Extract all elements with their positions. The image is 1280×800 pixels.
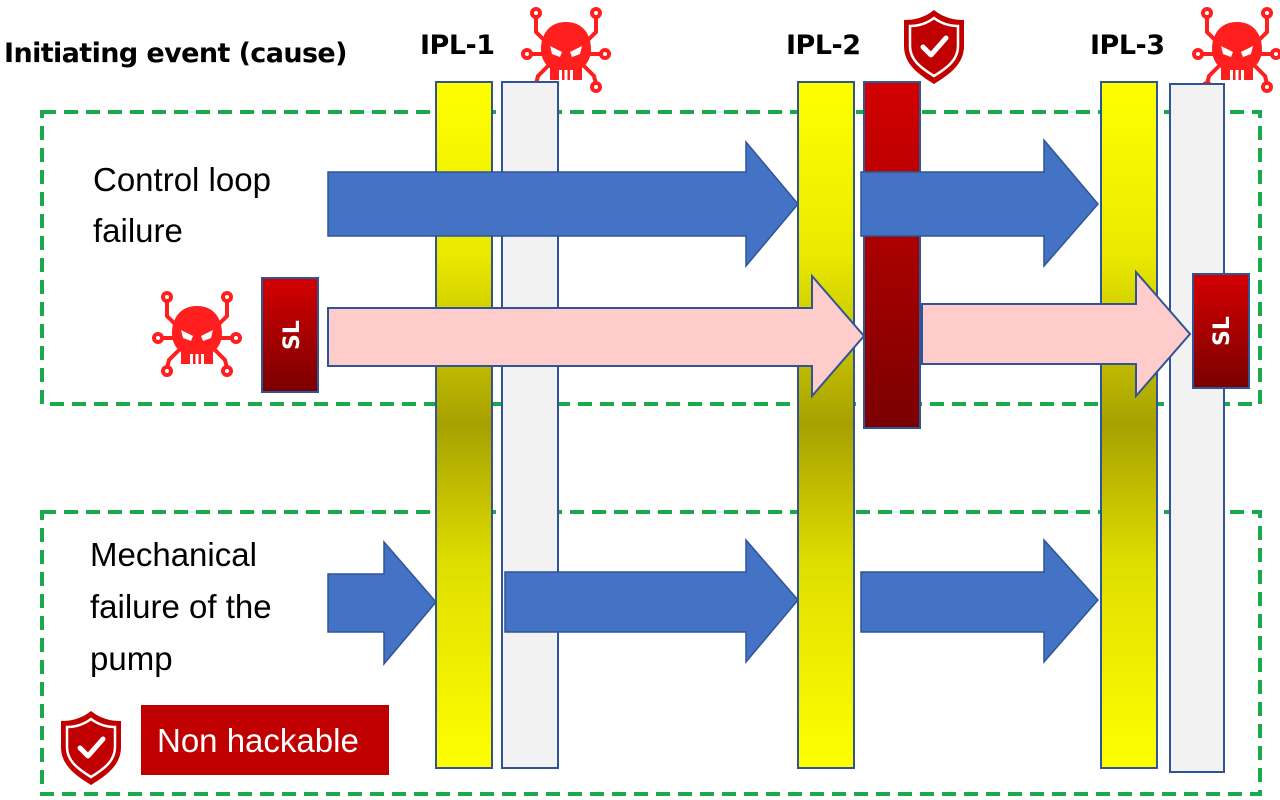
diagram-title: Initiating event (cause) xyxy=(4,38,347,69)
ipl-3-label: IPL-3 xyxy=(1090,30,1165,61)
cause-label-mechanical-line-1: Mechanical xyxy=(90,536,257,573)
sl-label-left: SL xyxy=(280,320,305,350)
sl-box-right xyxy=(1192,273,1250,389)
control-loop-arrow-to-ipl-2 xyxy=(327,139,799,269)
legend-label: Non hackable xyxy=(157,722,359,759)
ipl-1-label: IPL-1 xyxy=(420,30,495,61)
cyber-arrow-to-ipl-2 xyxy=(327,273,866,399)
scenario-box-control-loop xyxy=(40,110,1262,406)
ipl-3-cyber-bar xyxy=(1169,83,1225,773)
ipl-2-label: IPL-2 xyxy=(786,30,861,61)
mechanical-arrow-to-ipl-2 xyxy=(504,537,799,665)
legend-shield-check-icon xyxy=(61,711,121,785)
sl-box-left xyxy=(261,277,319,393)
cause-label-mechanical-line-3: pump xyxy=(90,640,173,677)
ipl-1-hacker-skull-icon xyxy=(521,7,611,93)
ipl-2-shield-check-icon xyxy=(904,10,964,84)
cause-label-mechanical-line-2: failure of the xyxy=(90,588,272,625)
ipl-3-hacker-skull-icon xyxy=(1192,7,1280,93)
ipl-2-bar xyxy=(797,81,855,769)
ipl-2-cyber-barrier xyxy=(863,81,921,429)
cause-label-control-loop-line-2: failure xyxy=(93,212,183,249)
ipl-3-bar xyxy=(1100,81,1158,769)
attacker-hacker-skull-icon xyxy=(152,291,242,377)
sl-label-right: SL xyxy=(1210,316,1235,346)
control-loop-arrow-to-ipl-3 xyxy=(860,137,1099,269)
mechanical-arrow-to-ipl-3 xyxy=(860,538,1100,665)
legend-non-hackable-badge xyxy=(141,705,389,775)
cyber-arrow-to-sl xyxy=(921,269,1192,399)
cause-label-control-loop-line-1: Control loop xyxy=(93,161,271,198)
mechanical-arrow-to-ipl-1 xyxy=(327,539,437,667)
